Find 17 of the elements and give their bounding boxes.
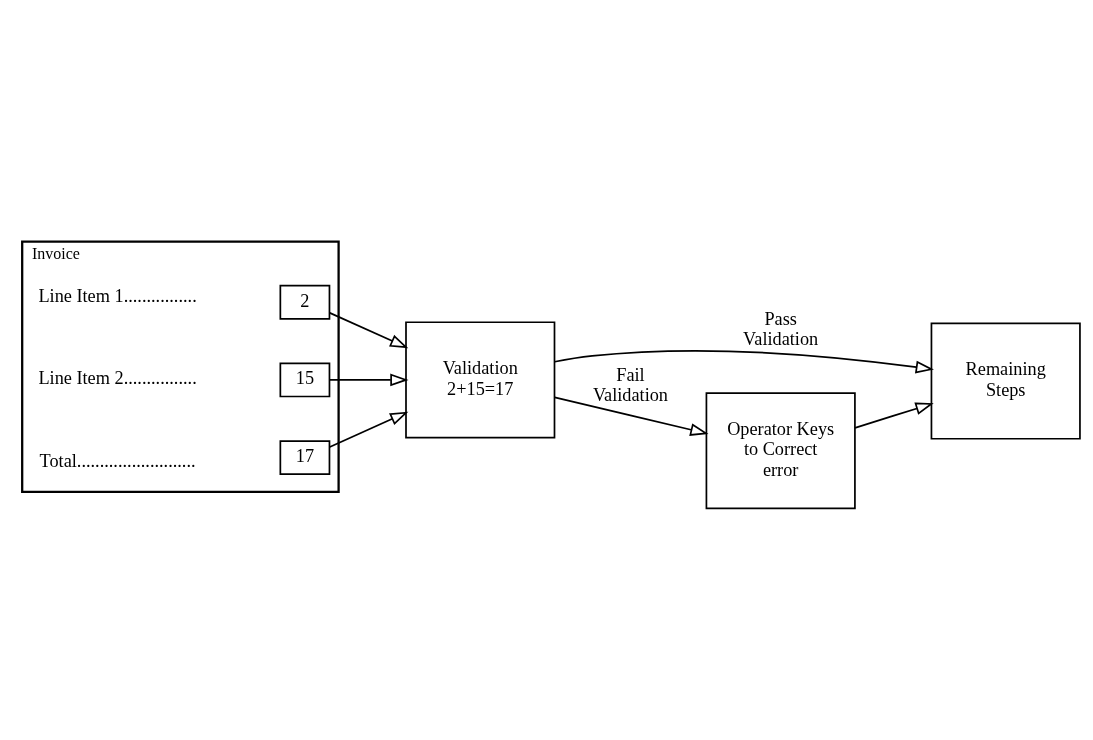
arrow — [553, 349, 934, 373]
arrow — [328, 373, 409, 386]
arrow — [854, 402, 934, 429]
node-box: Operator Keys to Correct error — [705, 391, 856, 509]
arrow — [328, 311, 409, 348]
node-box: Remaining Steps — [930, 322, 1081, 440]
label: Total.......................... — [39, 450, 196, 471]
label: Line Item 2................ — [38, 367, 197, 388]
label: Line Item 1................ — [38, 285, 197, 306]
edge-label: Fail Validation — [592, 364, 668, 405]
node-box: 2 — [279, 284, 331, 320]
node-box: 15 — [279, 362, 331, 397]
node-box: Validation 2+15=17 — [405, 320, 556, 438]
node-box: 17 — [279, 439, 331, 475]
arrow — [553, 396, 709, 436]
arrow — [328, 411, 409, 448]
edge-label: Pass Validation — [743, 308, 819, 349]
